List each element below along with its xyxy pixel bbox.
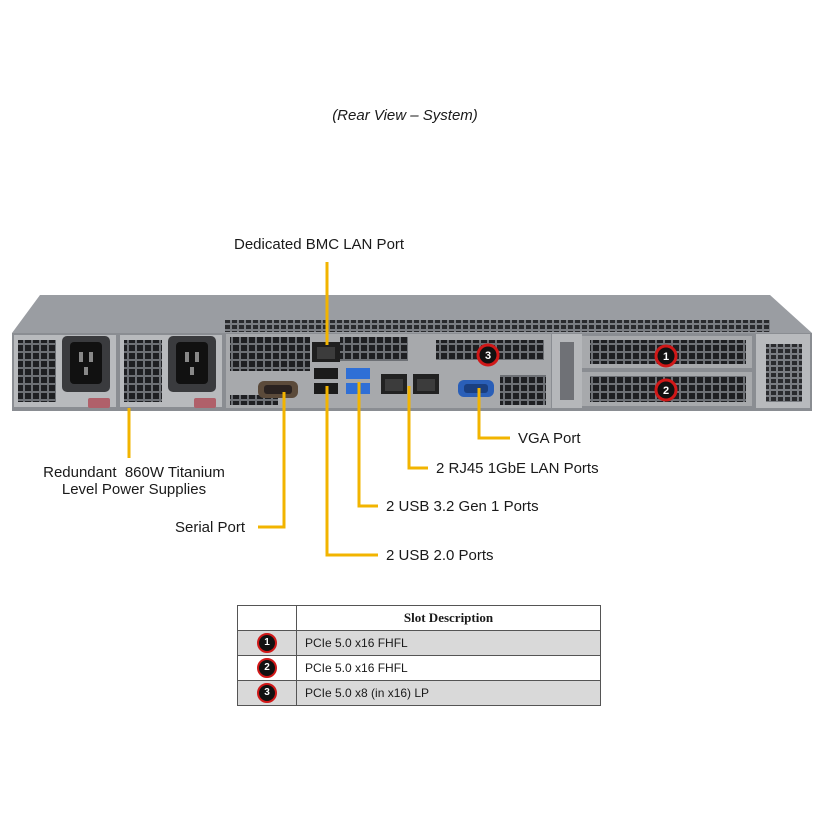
- slot-table-row: 2 PCIe 5.0 x16 FHFL: [237, 655, 601, 681]
- psu-handle-1: [88, 398, 110, 408]
- slot-badge-icon: 1: [257, 633, 277, 653]
- callout-psu-line1: Redundant 860W Titanium: [43, 464, 225, 481]
- slot-table-row: 3 PCIe 5.0 x8 (in x16) LP: [237, 680, 601, 706]
- callout-bmc-lan: Dedicated BMC LAN Port: [234, 236, 405, 253]
- leader-serial: [258, 392, 286, 529]
- slot-badge-3-label: 3: [485, 350, 491, 362]
- view-title: (Rear View – System): [332, 107, 478, 124]
- leader-rj45: [407, 386, 428, 470]
- slot-badge-1-label: 1: [663, 351, 669, 363]
- slot-table-row: 1 PCIe 5.0 x16 FHFL: [237, 630, 601, 656]
- callout-usb3: 2 USB 3.2 Gen 1 Ports: [386, 498, 539, 515]
- usb3-port-1: [346, 368, 370, 379]
- callout-psu-line2: Level Power Supplies: [61, 481, 207, 498]
- psu-handle-2: [194, 398, 216, 408]
- slot-description: PCIe 5.0 x8 (in x16) LP: [296, 680, 601, 706]
- slot-badge-icon: 3: [257, 683, 277, 703]
- callout-psu: Redundant 860W Titanium Level Power Supp…: [28, 464, 240, 498]
- slot-badge-icon: 2: [257, 658, 277, 678]
- slot-badge-2: 2: [654, 378, 678, 402]
- slot-description-table: Slot Description 1 PCIe 5.0 x16 FHFL 2 P…: [237, 605, 601, 706]
- usb2-port-1: [314, 368, 338, 379]
- psu-module-2: [120, 335, 222, 408]
- slot-badge-1: 1: [654, 344, 678, 368]
- slot-badge-3: 3: [476, 343, 500, 367]
- leader-vga: [477, 388, 510, 440]
- callout-serial: Serial Port: [175, 519, 246, 536]
- slot-badge-2-label: 2: [663, 385, 669, 397]
- slot-description: PCIe 5.0 x16 FHFL: [296, 630, 601, 656]
- slot-table-header: Slot Description: [296, 605, 601, 631]
- slot-table-header-empty: [237, 605, 297, 631]
- callout-usb2: 2 USB 2.0 Ports: [386, 547, 494, 564]
- callout-vga: VGA Port: [518, 430, 581, 447]
- slot-description: PCIe 5.0 x16 FHFL: [296, 655, 601, 681]
- callout-rj45: 2 RJ45 1GbE LAN Ports: [436, 460, 599, 477]
- psu-module-1: [14, 335, 116, 408]
- leader-usb2: [325, 386, 378, 557]
- leader-usb3: [357, 382, 378, 508]
- slot-table-header-row: Slot Description: [237, 605, 601, 631]
